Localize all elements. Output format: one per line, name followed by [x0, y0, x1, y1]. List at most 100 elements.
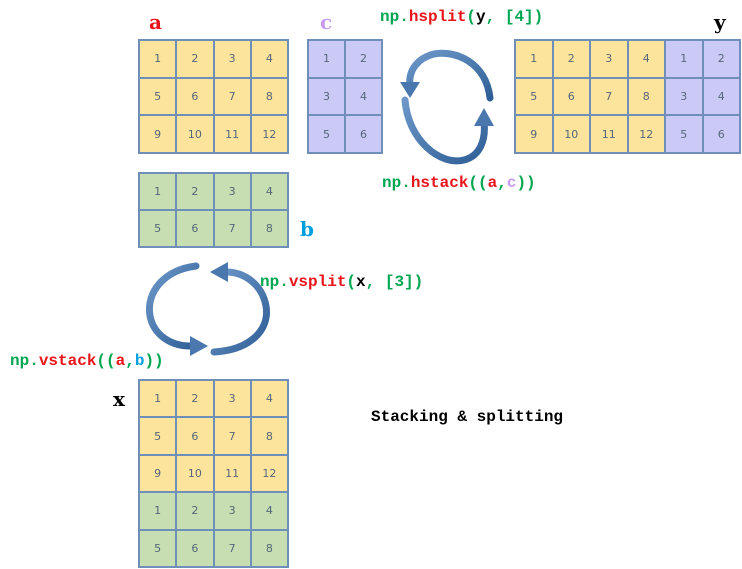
- array-y-cell: 2: [552, 40, 590, 78]
- code-vstack-open: ((: [96, 352, 116, 370]
- array-x-cell: 11: [213, 454, 251, 493]
- hstack-arrow-icon: [401, 96, 494, 165]
- array-a-cell: 3: [213, 40, 251, 78]
- code-hsplit-open: (: [466, 8, 477, 26]
- array-a-cell: 4: [250, 40, 288, 78]
- code-hstack-close: )): [516, 174, 536, 192]
- array-c-cell: 4: [345, 77, 382, 116]
- array-x-cell: 7: [213, 529, 251, 567]
- array-c-cell: 1: [308, 40, 345, 78]
- array-y-cell: 4: [627, 40, 665, 78]
- code-vstack-a: a: [115, 352, 126, 370]
- array-y-cell: 1: [665, 40, 703, 78]
- array-x-cell: 2: [176, 492, 214, 530]
- code-vstack-close: )): [144, 352, 164, 370]
- label-a: a: [149, 10, 162, 34]
- vsplit-arrow-icon: [210, 262, 270, 356]
- array-y-cell: 10: [552, 115, 590, 153]
- array-a-cell: 1: [139, 40, 177, 78]
- array-x-cell: 8: [250, 529, 288, 567]
- label-c: c: [320, 10, 333, 34]
- array-x-cell: 3: [213, 492, 251, 530]
- array-b-cell: 1: [139, 173, 177, 210]
- array-b-cell: 3: [213, 173, 251, 210]
- hsplit-arrow-icon: [400, 49, 494, 102]
- code-hsplit-arg: y: [476, 8, 486, 26]
- array-c-cell: 6: [345, 115, 382, 153]
- label-y: y: [714, 10, 726, 34]
- array-x-cell: 1: [139, 492, 177, 530]
- array-a-cell: 10: [176, 115, 214, 153]
- array-x-cell: 10: [176, 454, 214, 493]
- array-y-cell: 9: [515, 115, 553, 153]
- code-vsplit-arg: x: [356, 273, 366, 291]
- array-a-cell: 7: [213, 77, 251, 116]
- array-b-cell: 2: [176, 173, 214, 210]
- label-x: x: [113, 387, 125, 411]
- code-vstack-fn: vstack: [38, 352, 97, 370]
- array-a-cell: 11: [213, 115, 251, 153]
- array-b-cell: 8: [250, 210, 288, 247]
- array-y-cell: 5: [665, 115, 703, 153]
- array-c-cell: 2: [345, 40, 382, 78]
- code-vsplit-rest: , [3]): [365, 273, 424, 291]
- code-vstack-b: b: [134, 352, 145, 370]
- array-b-cell: 6: [176, 210, 214, 247]
- code-hstack: np.hstack((a,c)): [382, 175, 536, 191]
- label-b: b: [300, 217, 314, 241]
- array-a-cell: 9: [139, 115, 177, 153]
- code-hstack-np: np.: [382, 174, 411, 192]
- code-vstack-comma: ,: [125, 352, 135, 370]
- code-vstack-np: np.: [10, 352, 39, 370]
- code-vsplit-np: np.: [260, 273, 289, 291]
- code-vsplit-fn: vsplit: [288, 273, 347, 291]
- array-x-cell: 4: [250, 492, 288, 530]
- array-a-cell: 5: [139, 77, 177, 116]
- array-y-cell: 8: [627, 77, 665, 116]
- code-vsplit: np.vsplit(x, [3]): [260, 274, 423, 290]
- array-c-cell: 3: [308, 77, 345, 116]
- array-x-cell: 6: [176, 417, 214, 455]
- array-y-cell: 2: [702, 40, 740, 78]
- code-hstack-a: a: [487, 174, 498, 192]
- array-x-cell: 1: [139, 380, 177, 418]
- array-x-cell: 8: [250, 417, 288, 455]
- array-y-cell: 6: [702, 115, 740, 153]
- array-y-cell: 7: [590, 77, 628, 116]
- array-y-cell: 6: [552, 77, 590, 116]
- array-x-cell: 9: [139, 454, 177, 493]
- array-x-cell: 6: [176, 529, 214, 567]
- code-hsplit-fn: hsplit: [408, 8, 467, 26]
- array-a-cell: 12: [250, 115, 288, 153]
- array-x-cell: 4: [250, 380, 288, 418]
- code-hstack-comma: ,: [497, 174, 507, 192]
- array-y-cell: 3: [665, 77, 703, 116]
- code-hstack-open: ((: [468, 174, 488, 192]
- code-vsplit-open: (: [346, 273, 357, 291]
- array-y-cell: 3: [590, 40, 628, 78]
- array-y-cell: 12: [627, 115, 665, 153]
- array-b-cell: 4: [250, 173, 288, 210]
- array-a-cell: 6: [176, 77, 214, 116]
- array-y-cell: 11: [590, 115, 628, 153]
- code-hstack-c: c: [506, 174, 517, 192]
- array-y-cell: 1: [515, 40, 553, 78]
- array-x-cell: 5: [139, 417, 177, 455]
- code-vstack: np.vstack((a,b)): [10, 353, 164, 369]
- caption: Stacking & splitting: [371, 408, 564, 426]
- code-hsplit-rest: , [4]): [485, 8, 544, 26]
- array-x-cell: 12: [250, 454, 288, 493]
- array-x-cell: 7: [213, 417, 251, 455]
- array-y-cell: 5: [515, 77, 553, 116]
- array-a-cell: 2: [176, 40, 214, 78]
- code-hstack-fn: hstack: [410, 174, 469, 192]
- array-x-cell: 2: [176, 380, 214, 418]
- array-y-cell: 4: [702, 77, 740, 116]
- array-x-cell: 3: [213, 380, 251, 418]
- array-a-cell: 8: [250, 77, 288, 116]
- array-c-cell: 5: [308, 115, 345, 153]
- code-hsplit: np.hsplit(y, [4]): [380, 9, 543, 25]
